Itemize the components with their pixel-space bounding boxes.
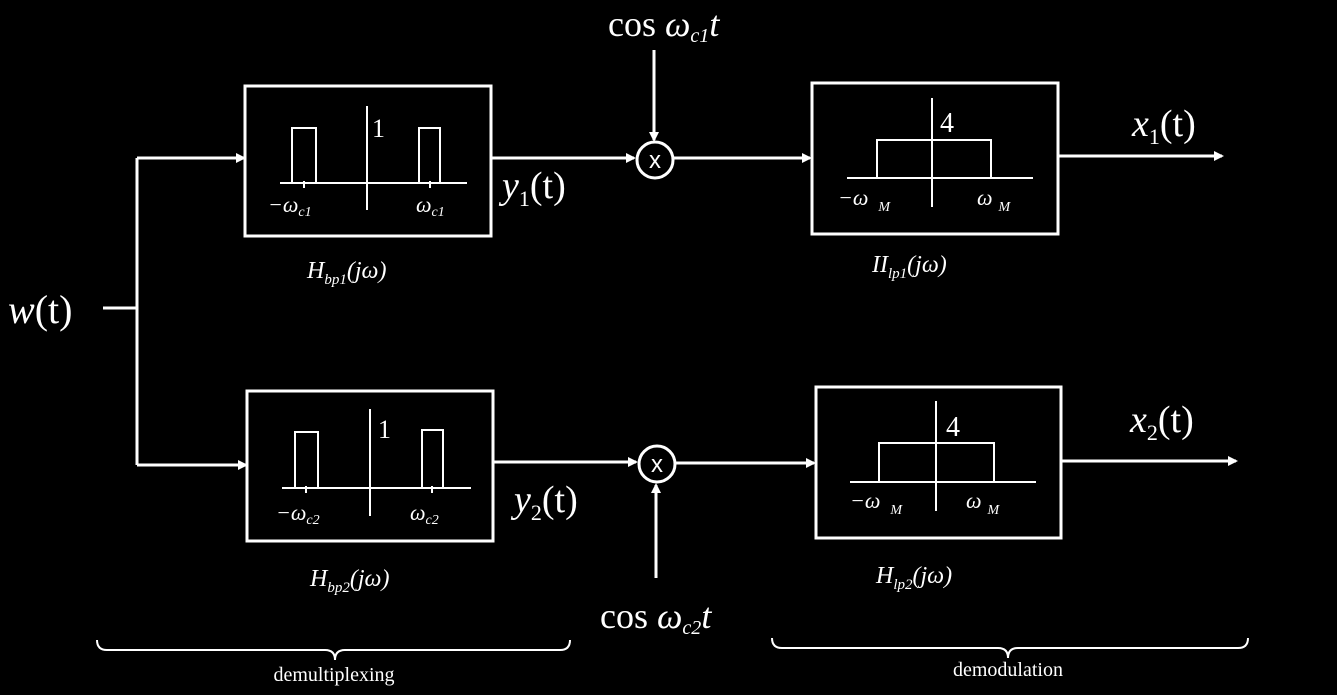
bandpass-2-neg-freq-label: −ωc2 [276,500,320,528]
output-x1-label: x1(t) [1131,103,1196,149]
lowpass-filter-1-box [810,81,1060,236]
demodulation-brace [771,637,1249,659]
bandpass-1-height-label: 1 [372,114,385,143]
carrier-2-label: cos ωc2t [600,596,712,639]
signal-y2-label: y2(t) [510,479,578,525]
branch-1: 1 −ωc1 ωc1 Hbp1(jω) y1(t) x cos ωc1t [243,4,1224,288]
lowpass-2-height-label: 4 [946,412,960,443]
mixer-2-symbol: x [651,451,663,478]
demultiplexing-brace [96,639,571,661]
carrier-1-label: cos ωc1t [608,4,720,47]
bandpass-filter-1-box [243,84,493,238]
mixer-1 [635,140,675,180]
demodulation-label: demodulation [953,659,1063,681]
bandpass-2-pos-freq-label: ωc2 [410,500,439,528]
branch-2: 1 −ωc2 ωc2 Hbp2(jω) y2(t) x cos ωc2t [245,385,1238,639]
bandpass-2-caption: Hbp2(jω) [309,566,389,596]
bandpass-filter-1-graph [280,106,467,210]
lowpass-filter-2-graph [850,401,1036,511]
mixer-2 [637,444,677,484]
bandpass-1-pos-freq-label: ωc1 [416,192,445,220]
lowpass-1-height-label: 4 [940,108,954,139]
lowpass-filter-1-graph [847,98,1033,207]
bandpass-1-caption: Hbp1(jω) [306,258,386,288]
mixer-1-symbol: x [649,147,661,174]
bandpass-filter-2-box [245,389,495,543]
demultiplexing-label: demultiplexing [273,664,394,686]
bandpass-filter-2-graph [282,409,471,516]
lowpass-2-caption: Hlp2(jω) [875,563,952,593]
bandpass-1-neg-freq-label: −ωc1 [268,192,312,220]
bandpass-2-height-label: 1 [378,415,391,444]
lowpass-filter-2-box [814,385,1063,540]
signal-y1-label: y1(t) [498,165,566,211]
lowpass-1-caption: IIlp1(jω) [871,252,947,282]
input-label: w(t) [8,287,72,332]
output-x2-label: x2(t) [1129,399,1194,445]
